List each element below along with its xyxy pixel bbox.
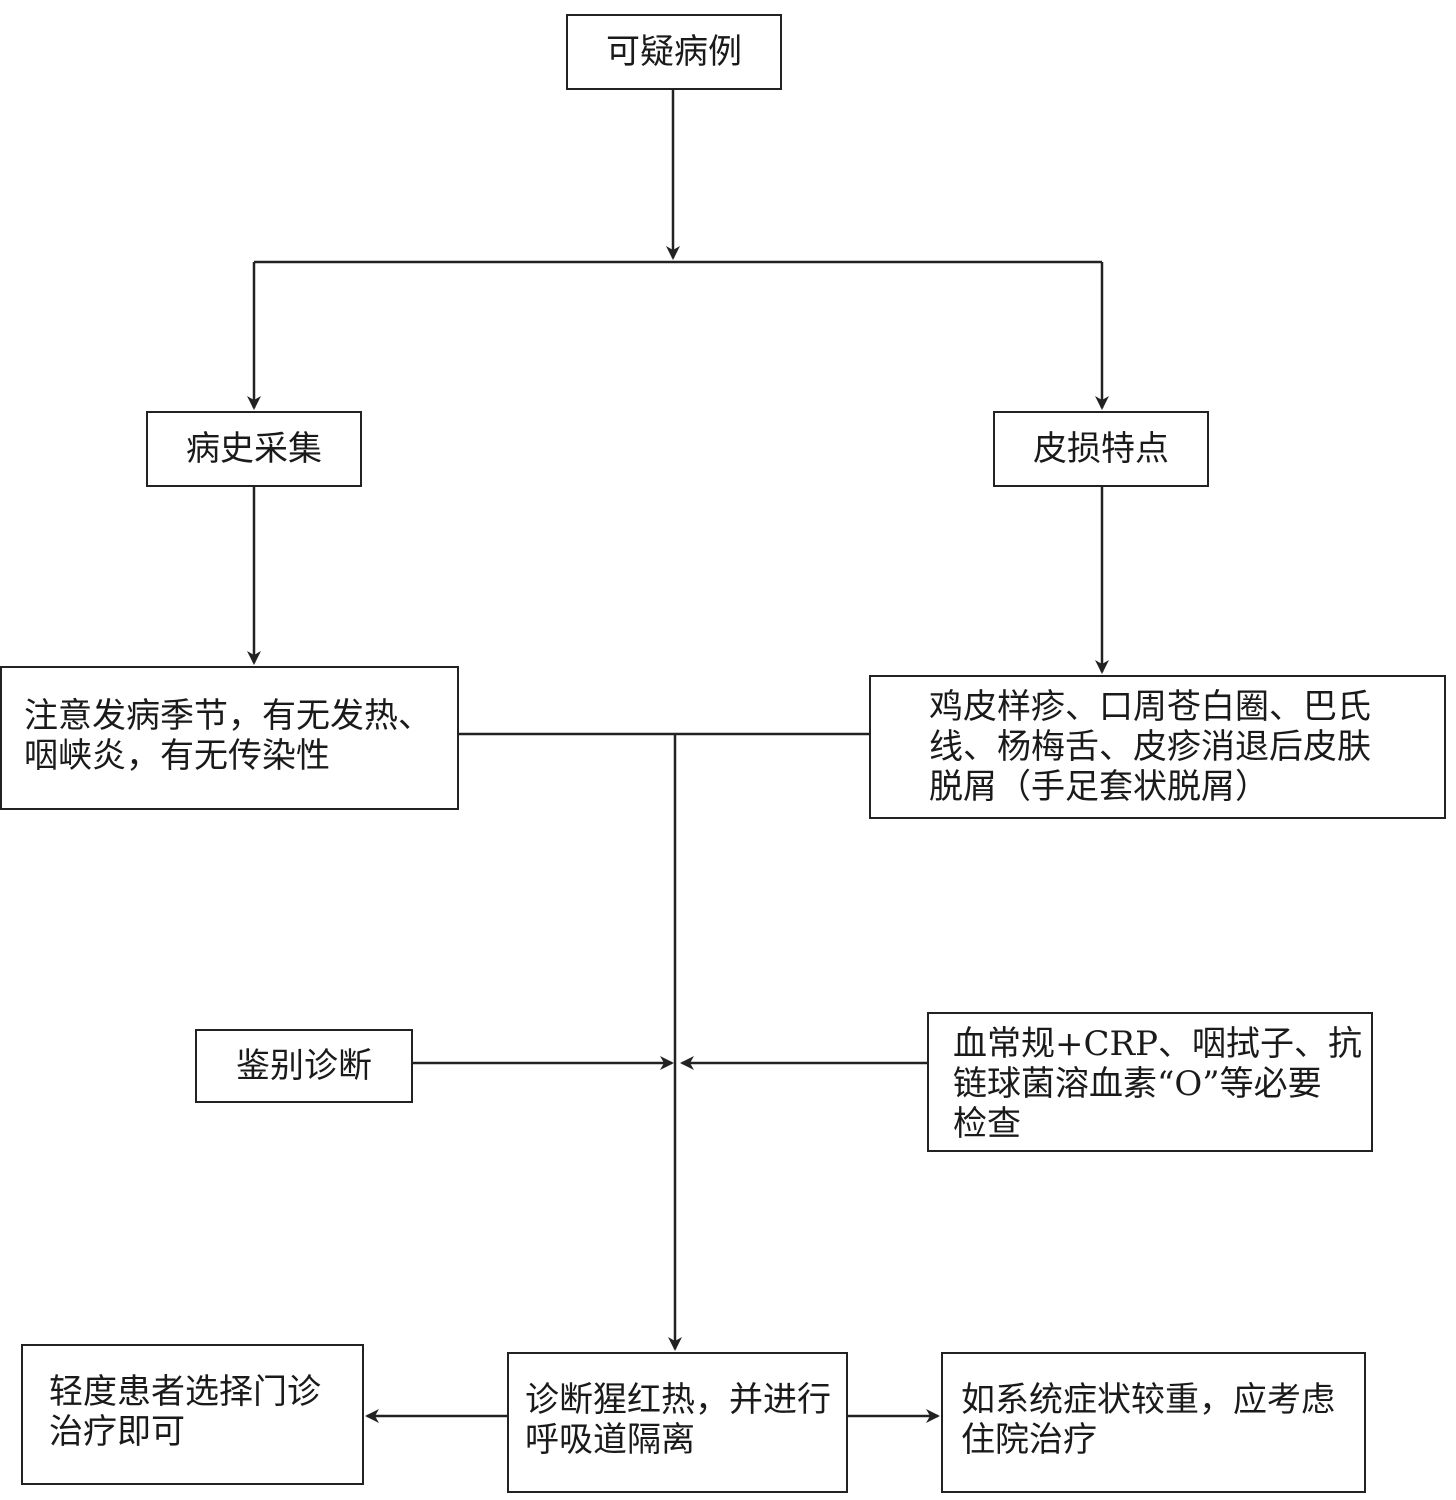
node-severe-inpatient-text: 如系统症状较重，应考虑 住院治疗 bbox=[961, 1380, 1335, 1460]
node-skin-detail: 鸡皮样疹、口周苍白圈、巴氏 线、杨梅舌、皮疹消退后皮肤 脱屑（手足套状脱屑） bbox=[869, 675, 1446, 819]
node-suspected-case: 可疑病例 bbox=[566, 14, 782, 90]
node-severe-inpatient: 如系统症状较重，应考虑 住院治疗 bbox=[941, 1352, 1366, 1493]
node-lab-tests: 血常规+CRP、咽拭子、抗 链球菌溶血素“O”等必要 检查 bbox=[927, 1012, 1373, 1152]
node-differential-diagnosis-label: 鉴别诊断 bbox=[236, 1046, 372, 1086]
node-history-taking-label: 病史采集 bbox=[186, 429, 322, 469]
node-skin-features-label: 皮损特点 bbox=[1033, 429, 1169, 469]
node-skin-detail-text: 鸡皮样疹、口周苍白圈、巴氏 线、杨梅舌、皮疹消退后皮肤 脱屑（手足套状脱屑） bbox=[929, 687, 1371, 807]
node-lab-tests-text: 血常规+CRP、咽拭子、抗 链球菌溶血素“O”等必要 检查 bbox=[953, 1024, 1362, 1144]
node-diagnosis: 诊断猩红热，并进行 呼吸道隔离 bbox=[507, 1352, 848, 1493]
node-mild-outpatient: 轻度患者选择门诊 治疗即可 bbox=[21, 1344, 364, 1485]
node-history-detail: 注意发病季节，有无发热、 咽峡炎，有无传染性 bbox=[0, 666, 459, 810]
node-differential-diagnosis: 鉴别诊断 bbox=[195, 1029, 413, 1103]
node-mild-outpatient-text: 轻度患者选择门诊 治疗即可 bbox=[49, 1372, 321, 1452]
node-diagnosis-text: 诊断猩红热，并进行 呼吸道隔离 bbox=[525, 1380, 831, 1460]
node-history-detail-text: 注意发病季节，有无发热、 咽峡炎，有无传染性 bbox=[24, 696, 432, 776]
node-history-taking: 病史采集 bbox=[146, 411, 362, 487]
node-suspected-case-label: 可疑病例 bbox=[606, 32, 742, 72]
node-skin-features: 皮损特点 bbox=[993, 411, 1209, 487]
